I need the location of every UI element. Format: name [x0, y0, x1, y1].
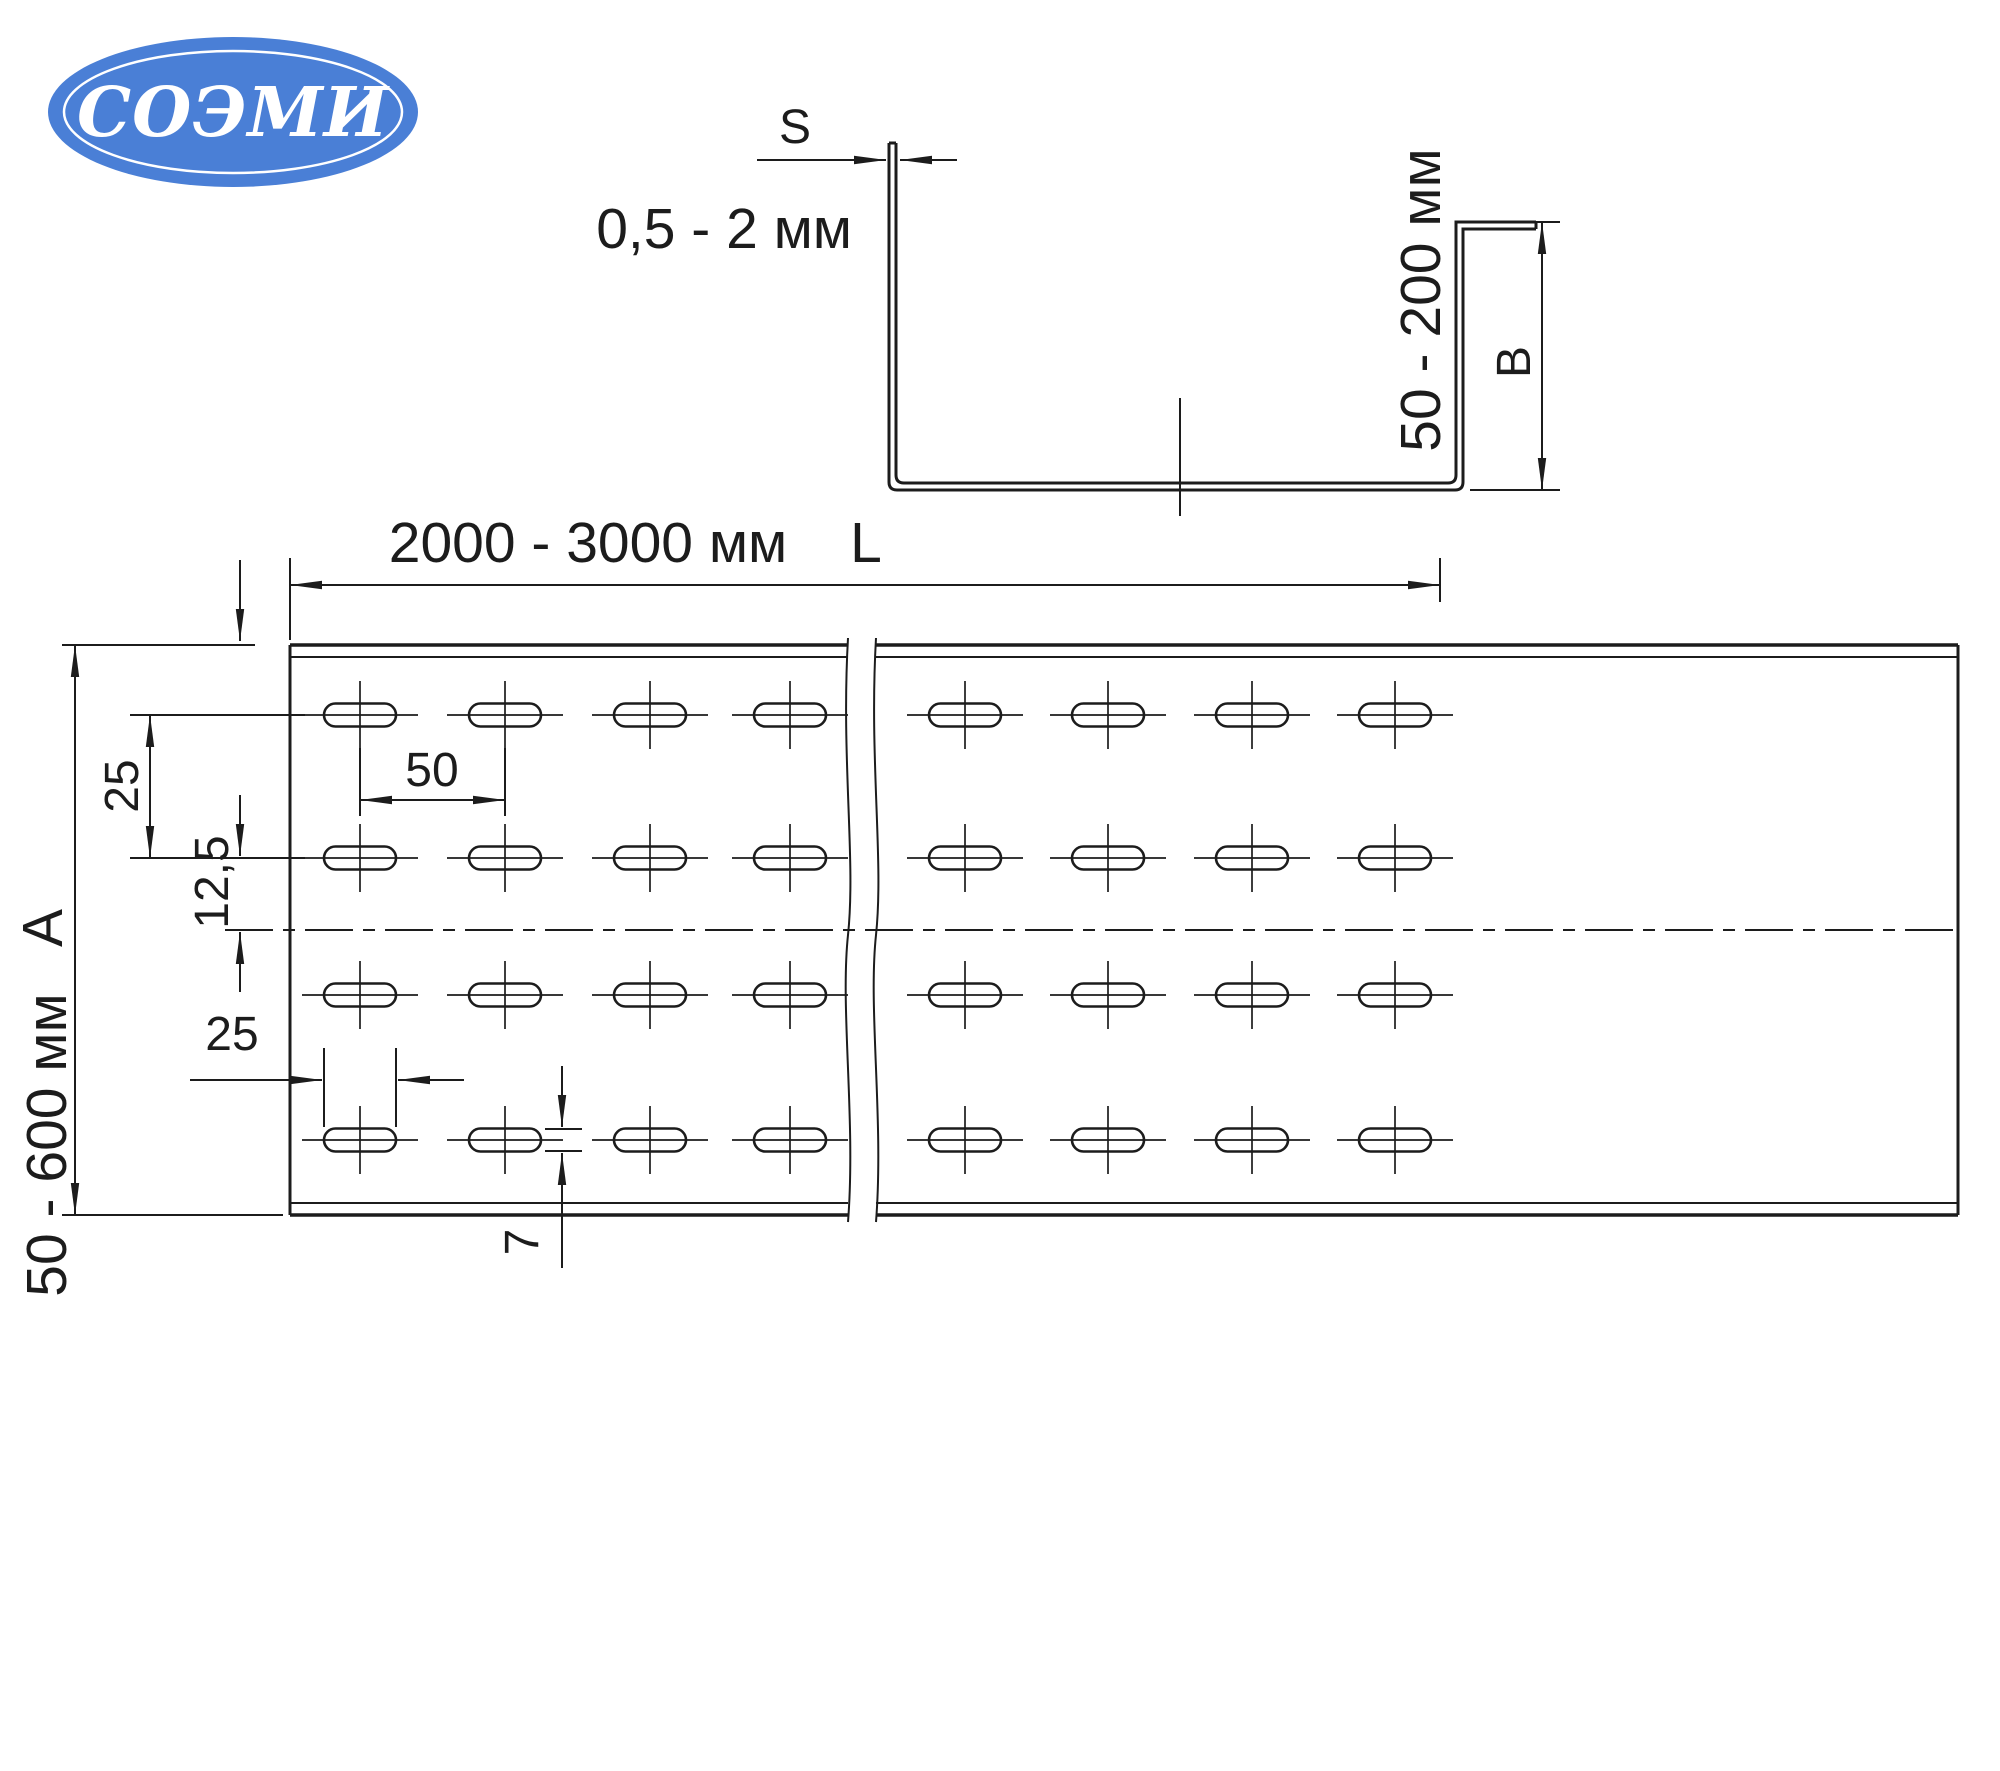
dim-thickness: S 0,5 - 2 мм — [596, 101, 957, 261]
dim-thickness-range: 0,5 - 2 мм — [596, 197, 852, 261]
slot-hole — [905, 959, 1025, 1031]
slot-hole — [445, 679, 565, 751]
section-view: S 0,5 - 2 мм 50 - 200 мм B — [596, 101, 1560, 516]
slot-hole — [905, 679, 1025, 751]
slot-hole — [905, 1104, 1025, 1176]
dim-length-symbol: L — [850, 511, 882, 575]
dim-row-offset-label: 12,5 — [186, 835, 239, 928]
dim-slot-width-label: 7 — [496, 1229, 549, 1256]
dim-row-pitch-label: 25 — [96, 759, 149, 812]
slot-hole — [1192, 1104, 1312, 1176]
slot-hole — [730, 679, 850, 751]
slot-hole — [300, 959, 420, 1031]
slot-hole — [590, 822, 710, 894]
slot-hole — [1335, 822, 1455, 894]
slot-hole — [1048, 822, 1168, 894]
slot-hole — [300, 679, 420, 751]
dim-flange-height-symbol: B — [1488, 346, 1541, 378]
slot-hole — [590, 959, 710, 1031]
dim-row-pitch: 25 — [96, 715, 155, 858]
logo-inner-ring — [62, 49, 404, 175]
slot-hole — [730, 1104, 850, 1176]
slot-hole — [1192, 822, 1312, 894]
slot-hole — [1048, 959, 1168, 1031]
company-logo: СОЭМИ — [48, 37, 418, 187]
slot-hole — [1192, 679, 1312, 751]
slot-hole — [1335, 1104, 1455, 1176]
dim-flange-height: 50 - 200 мм B — [1389, 148, 1560, 491]
logo-oval — [48, 37, 418, 187]
slot-hole — [1335, 679, 1455, 751]
slot-hole — [590, 679, 710, 751]
dim-width: 50 - 600 мм A — [11, 644, 283, 1297]
slot-hole — [1048, 679, 1168, 751]
slot-hole — [905, 822, 1025, 894]
dim-length-range: 2000 - 3000 мм — [389, 511, 787, 575]
slot-hole — [445, 1104, 565, 1176]
channel-profile — [887, 141, 1538, 492]
slot-hole — [730, 959, 850, 1031]
slot-hole — [730, 822, 850, 894]
row-extension-lines — [130, 714, 305, 859]
slot-hole — [300, 822, 420, 894]
dim-row-offset: 12,5 — [186, 795, 245, 992]
plan-view: 2000 - 3000 мм L 50 - 600 мм A 25 12,5 — [11, 511, 1960, 1297]
dim-slot-length-label: 25 — [205, 1008, 258, 1061]
slot-hole — [445, 822, 565, 894]
slot-hole — [445, 959, 565, 1031]
dim-flange-height-range: 50 - 200 мм — [1389, 148, 1453, 451]
dim-slot-pitch: 50 — [359, 744, 506, 816]
dim-thickness-symbol: S — [779, 101, 811, 154]
dim-width-range: 50 - 600 мм — [15, 993, 79, 1296]
slot-hole — [300, 1104, 420, 1176]
slot-hole — [1048, 1104, 1168, 1176]
dim-length: 2000 - 3000 мм L — [289, 511, 1441, 640]
logo-text: СОЭМИ — [77, 73, 391, 153]
slot-hole — [590, 1104, 710, 1176]
dim-slot-pitch-label: 50 — [405, 744, 458, 797]
break-lines — [844, 637, 880, 1223]
dim-width-symbol: A — [11, 909, 75, 947]
slot-hole — [1335, 959, 1455, 1031]
dim-slot-width: 7 — [496, 1066, 582, 1268]
dim-slot-length: 25 — [190, 1008, 464, 1127]
slot-hole — [1192, 959, 1312, 1031]
